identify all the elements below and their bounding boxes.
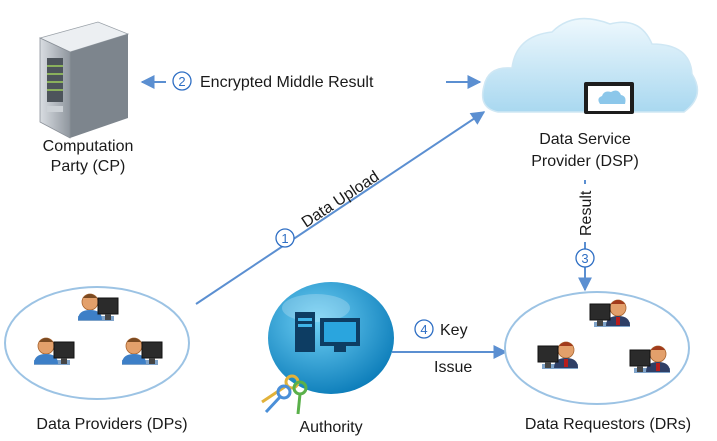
authority-label: Authority [299,419,362,436]
data-requestors-group [504,291,690,405]
provider-user-icon [121,337,163,366]
cp-label-line1: Computation [43,138,134,155]
middle-result-label: Encrypted Middle Result [200,74,374,91]
step-1-badge [275,228,295,248]
authority-icon [268,282,394,394]
step-2-number: 2 [178,74,185,89]
requestor-user-icon [589,299,631,328]
provider-user-icon [33,337,75,366]
cloud-icon [481,17,699,114]
data-upload-arrow [195,111,486,305]
step-2-badge [172,71,192,91]
key-issue-label-line1: Key [440,322,468,339]
data-upload-label: Data Upload [299,168,383,231]
step-3-badge [575,248,595,268]
requestor-user-icon [629,345,671,374]
step-4-badge [414,319,434,339]
step-3-number: 3 [581,251,588,266]
key-issue-label-line2: Issue [434,359,472,376]
step-4-number: 4 [420,322,427,337]
requestor-user-icon [537,341,579,370]
dps-label: Data Providers (DPs) [36,416,187,433]
dsp-label-line1: Data Service [539,131,631,148]
dsp-label-line2: Provider (DSP) [531,153,639,170]
step-1-number: 1 [281,231,288,246]
keys-icon [261,374,308,415]
drs-label: Data Requestors (DRs) [525,416,691,433]
result-label: Result [578,190,595,236]
server-icon [38,21,130,139]
data-providers-group [4,286,190,400]
cp-label-line2: Party (CP) [51,158,126,175]
provider-user-icon [77,293,119,322]
